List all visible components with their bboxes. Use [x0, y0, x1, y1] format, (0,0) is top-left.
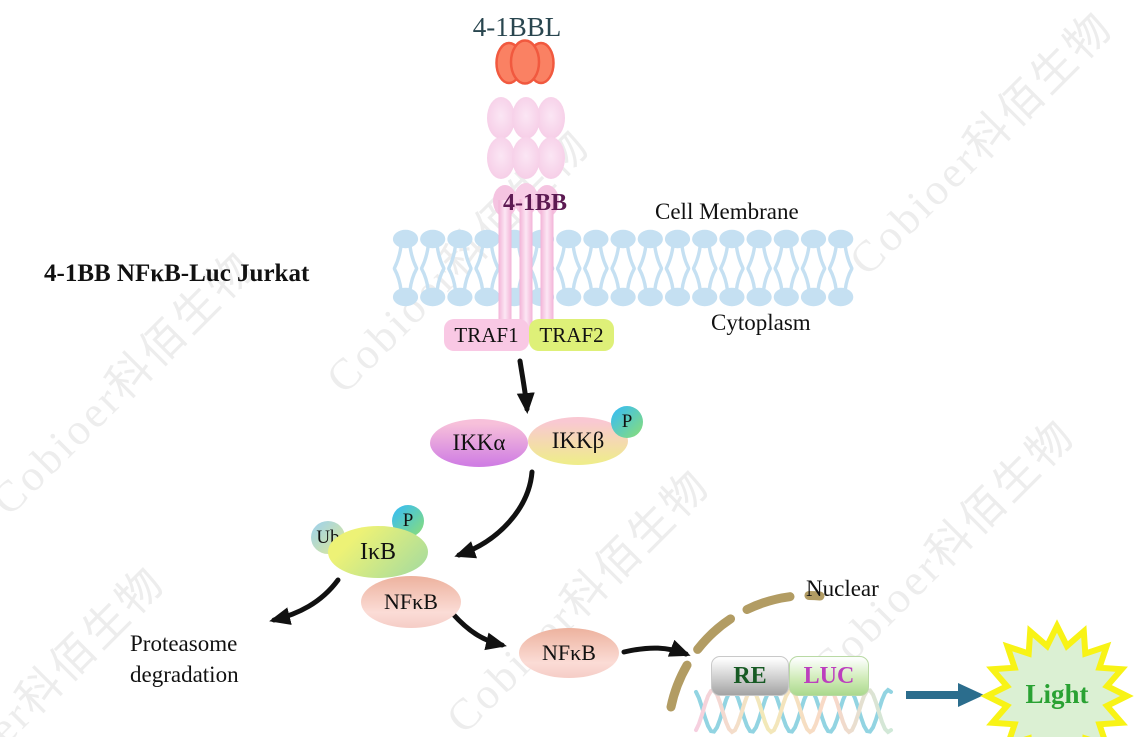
response-element-box: RE — [711, 656, 789, 696]
ikk-beta-protein: IKKβ — [528, 417, 628, 465]
ikb-protein: IκB — [328, 526, 428, 578]
receptor-domains — [487, 97, 565, 179]
cell-line-label: 4-1BB NFκB-Luc Jurkat — [44, 260, 310, 287]
arrow-nfkb-to-nucleus — [621, 639, 691, 657]
phosphate-badge-ikk: P — [611, 406, 643, 438]
cytoplasm-label: Cytoplasm — [711, 310, 811, 335]
luciferase-box: LUC — [789, 656, 869, 696]
proteasome-degradation-label: Proteasome degradation — [130, 628, 239, 690]
cell-membrane-bilayer — [392, 229, 854, 307]
receptor-stalks — [493, 183, 559, 331]
proteasome-line1: Proteasome — [130, 631, 238, 656]
arrow-to-proteasome — [269, 577, 341, 625]
ligand-trimer — [495, 39, 555, 85]
ikk-alpha-protein: IKKα — [430, 419, 528, 467]
light-label: Light — [1025, 679, 1089, 709]
nuclear-label: Nuclear — [806, 576, 879, 601]
nfkb-bound-protein: NFκB — [361, 576, 461, 628]
nuclear-envelope — [666, 591, 825, 712]
ligand-label: 4-1BBL — [472, 12, 562, 42]
receptor-label: 4-1BB — [502, 190, 567, 216]
arrow-nfkb-release — [450, 611, 507, 651]
traf2-protein: TRAF2 — [529, 319, 614, 351]
light-burst — [980, 619, 1134, 737]
arrow-traf-to-ikk — [516, 358, 535, 414]
output-arrow — [906, 683, 984, 707]
traf1-protein: TRAF1 — [444, 319, 529, 351]
cell-membrane-label: Cell Membrane — [655, 199, 799, 224]
arrow-ikk-to-ikb — [454, 469, 535, 559]
proteasome-line2: degradation — [130, 662, 239, 687]
nfkb-free-protein: NFκB — [519, 628, 619, 678]
dna-helix — [694, 687, 893, 735]
